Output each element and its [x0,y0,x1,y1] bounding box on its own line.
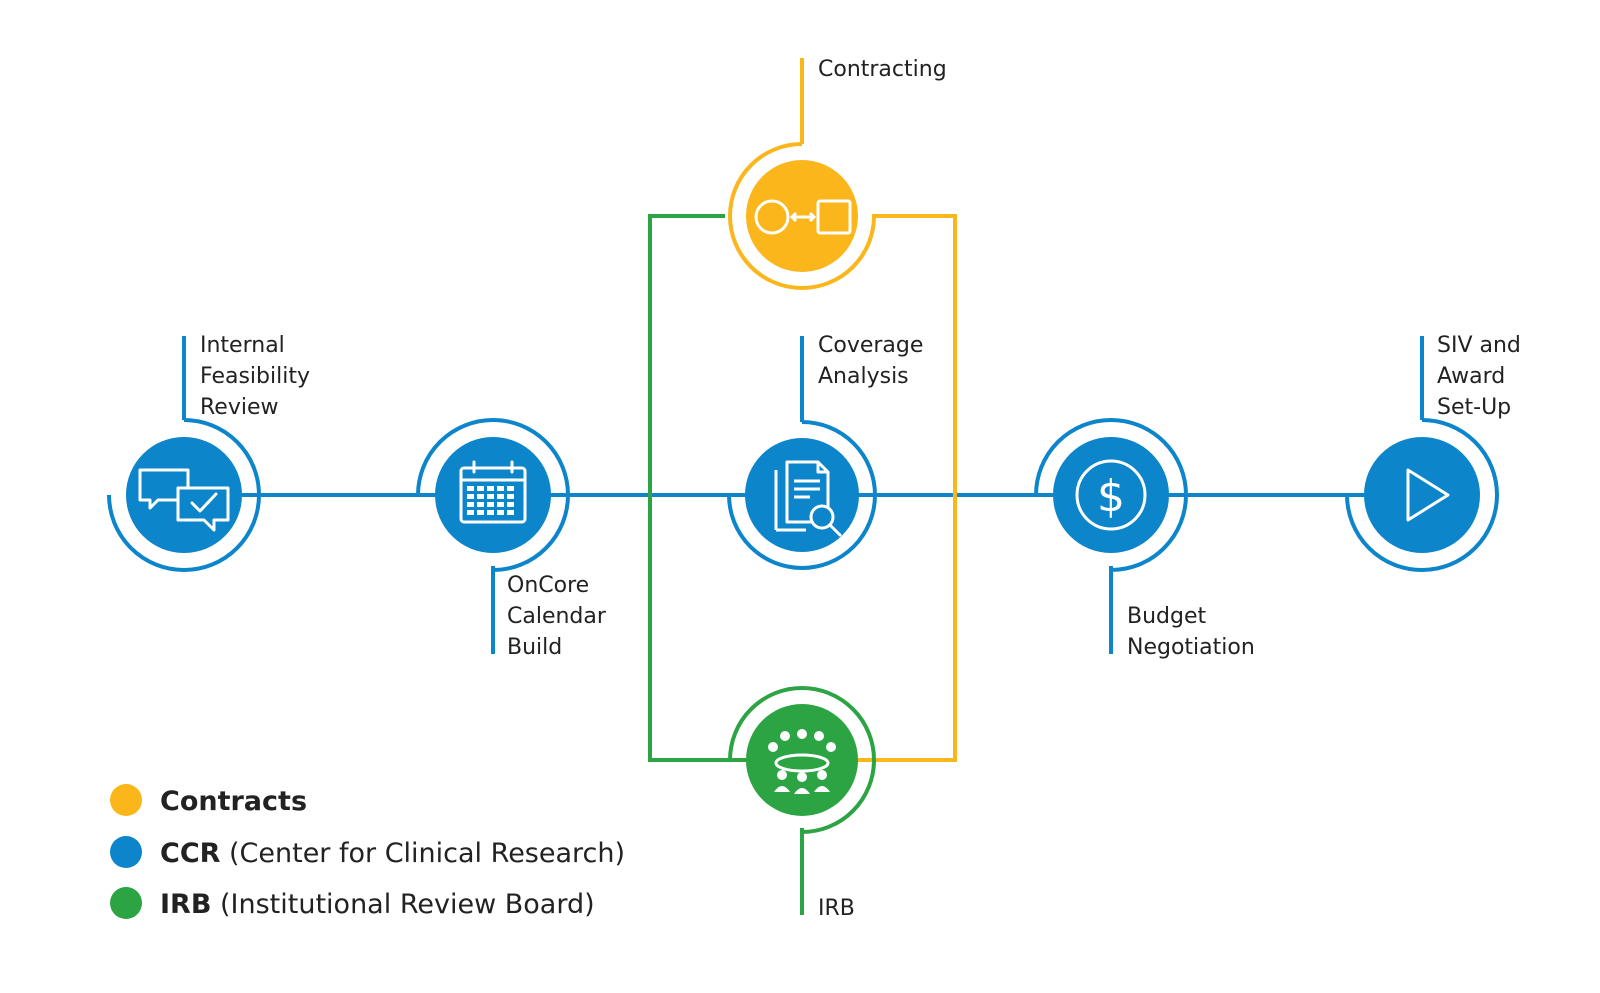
legend: Contracts CCR (Center for Clinical Resea… [110,784,625,920]
irb-loop-line [648,214,800,762]
label-coverage-analysis: Coverage Analysis [818,333,930,389]
node-ring [728,686,876,834]
node-disc [745,438,859,552]
node-contracting [728,142,876,290]
node-coverage-analysis [727,420,877,570]
node-disc [1364,437,1480,553]
chat-check-icon [138,468,230,532]
label-siv-award: SIV and Award Set-Up [1437,333,1528,420]
meeting-people-icon [768,729,836,794]
legend-label-irb: IRB (Institutional Review Board) [160,889,595,920]
label-oncore-calendar: OnCore Calendar Build [507,573,613,660]
legend-swatch-ccr [110,836,142,868]
dollar-icon: $ [1075,459,1147,531]
node-disc [746,704,858,816]
label-contracting: Contracting [818,57,947,82]
node-ring [416,418,570,572]
legend-item-irb: IRB (Institutional Review Board) [110,887,595,920]
circle-square-exchange-icon [754,199,852,235]
node-irb [728,686,876,834]
contracts-loop-line [800,214,957,762]
label-budget-negotiation: Budget Negotiation [1127,604,1255,660]
node-oncore-calendar [416,418,570,572]
node-siv-award [1345,418,1499,572]
node-disc [1053,437,1169,553]
legend-label-contracts: Contracts [160,786,307,817]
legend-item-contracts: Contracts [110,784,307,817]
label-internal-feasibility: Internal Feasibility Review [200,333,317,420]
document-search-icon [774,460,842,537]
legend-swatch-contracts [110,784,142,816]
node-ring [1034,418,1188,572]
node-ring [1345,418,1499,572]
calendar-grid [467,486,514,515]
node-ring [107,418,261,572]
node-budget-negotiation: $ [1034,418,1188,572]
legend-label-ccr: CCR (Center for Clinical Research) [160,838,625,869]
label-irb: IRB [818,896,855,921]
calendar-icon [459,460,527,524]
svg-text:$: $ [1097,471,1125,522]
node-internal-feasibility [107,418,261,572]
node-ring [728,142,876,290]
legend-item-ccr: CCR (Center for Clinical Research) [110,836,625,869]
play-icon [1406,468,1450,522]
legend-swatch-irb [110,887,142,919]
node-ring [727,420,877,570]
